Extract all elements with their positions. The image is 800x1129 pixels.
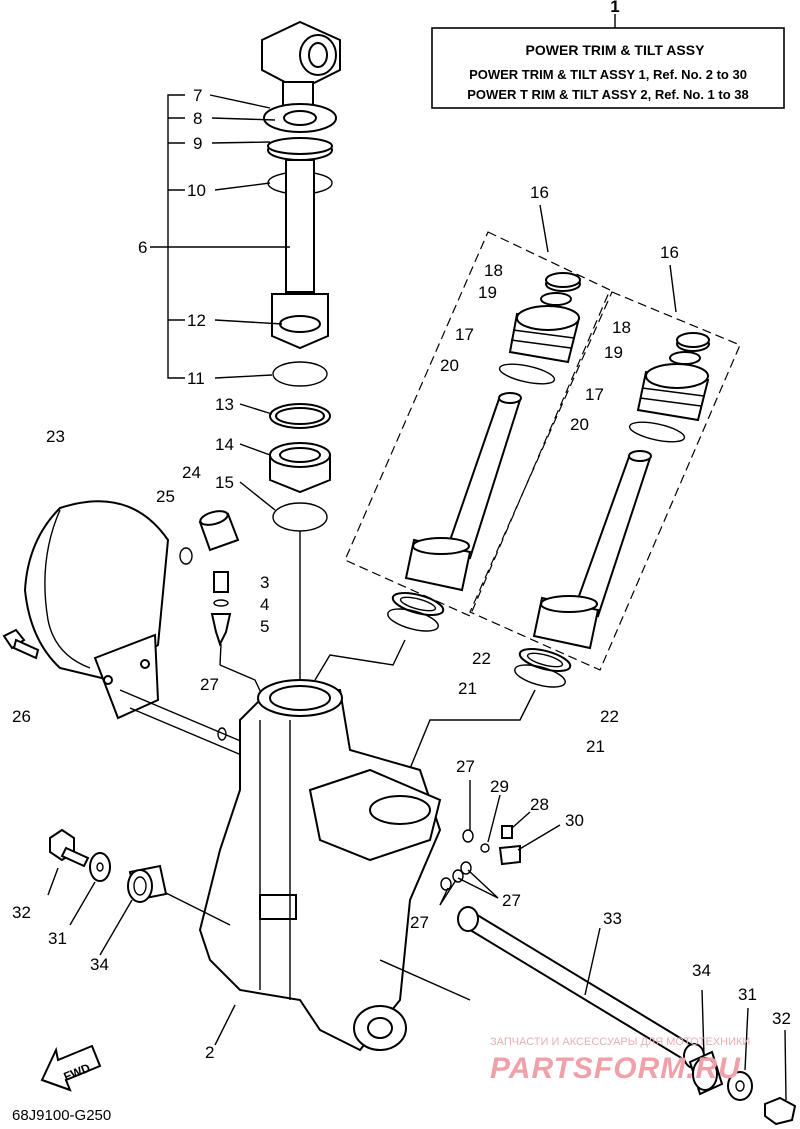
callout-15: 15: [215, 473, 234, 492]
callout-20-b: 20: [570, 415, 589, 434]
callout-27-c: 27: [502, 891, 521, 910]
callout-17-a: 17: [455, 325, 474, 344]
callout-11: 11: [187, 369, 205, 388]
callout-bracket-6: [150, 94, 290, 511]
callout-14: 14: [215, 435, 234, 454]
callout-9: 9: [193, 134, 202, 153]
motor-cover: [23, 500, 259, 763]
title-line-2: POWER T RIM & TILT ASSY 2, Ref. No. 1 to…: [467, 87, 748, 102]
callout-29: 29: [490, 777, 509, 796]
bolt-26: [2, 628, 40, 660]
watermark: ЗАПЧАСТИ И АКСЕССУАРЫ ДЛЯ МОТОТЕХНИКИ PA…: [490, 1036, 750, 1085]
callout-18-a: 18: [484, 261, 503, 280]
clips-and-pins: [439, 780, 561, 906]
callout-31-b: 31: [738, 985, 757, 1004]
callout-21-a: 21: [458, 679, 477, 698]
title-line-1: POWER TRIM & TILT ASSY 1, Ref. No. 2 to …: [469, 67, 747, 82]
drawing-code: 68J9100-G250: [12, 1107, 111, 1124]
callout-28: 28: [530, 795, 549, 814]
title-heading: POWER TRIM & TILT ASSY: [526, 42, 706, 58]
callout-22-a: 22: [472, 649, 491, 668]
callout-25: 25: [156, 487, 175, 506]
trim-ram-group-2: [469, 264, 741, 671]
callout-22-b: 22: [600, 707, 619, 726]
callout-13: 13: [215, 395, 234, 414]
callout-31-a: 31: [48, 929, 67, 948]
main-body: [159, 679, 471, 1052]
callout-27-b: 27: [456, 757, 475, 776]
callout-5: 5: [260, 617, 269, 636]
callout-21-b: 21: [586, 737, 605, 756]
callout-numbers: 7 8 9 10 6 12 11 13 14 15 16 16 18 19 17…: [12, 86, 791, 1062]
callout-12: 12: [187, 311, 206, 330]
callout-20-a: 20: [440, 356, 459, 375]
callout-1: 1: [610, 0, 619, 16]
callout-18-b: 18: [612, 318, 631, 337]
callout-32-a: 32: [12, 903, 31, 922]
callout-7: 7: [193, 86, 202, 105]
small-parts: [179, 510, 263, 741]
callout-16-a: 16: [530, 183, 549, 202]
callout-33: 33: [603, 909, 622, 928]
seal-rings-21-22: [314, 592, 572, 806]
callout-3: 3: [260, 573, 269, 592]
callout-16-b: 16: [660, 243, 679, 262]
callout-19-a: 19: [478, 283, 497, 302]
callout-2: 2: [205, 1043, 214, 1062]
callout-17-b: 17: [585, 385, 604, 404]
tilt-cylinder-rod: [261, 20, 341, 680]
fasteners: [47, 828, 797, 1126]
callout-6: 6: [138, 238, 147, 257]
callout-34-b: 34: [692, 961, 711, 980]
callout-34-a: 34: [90, 955, 109, 974]
callout-27-d: 27: [410, 913, 429, 932]
callout-19-b: 19: [604, 343, 623, 362]
trim-ram-group-1: [344, 204, 611, 617]
callout-23: 23: [46, 427, 65, 446]
callout-10: 10: [187, 181, 206, 200]
callout-26: 26: [12, 707, 31, 726]
callout-24: 24: [182, 463, 201, 482]
callout-30: 30: [565, 811, 584, 830]
callout-32-b: 32: [772, 1009, 791, 1028]
watermark-brand: PARTSFORM.RU: [490, 1052, 741, 1085]
watermark-tagline: ЗАПЧАСТИ И АКСЕССУАРЫ ДЛЯ МОТОТЕХНИКИ: [490, 1036, 750, 1048]
callout-8: 8: [193, 109, 202, 128]
callout-27-a: 27: [200, 675, 219, 694]
title-box: POWER TRIM & TILT ASSY POWER TRIM & TILT…: [431, 0, 785, 109]
callout-4: 4: [260, 595, 269, 614]
fwd-arrow: FWD: [40, 1044, 102, 1092]
